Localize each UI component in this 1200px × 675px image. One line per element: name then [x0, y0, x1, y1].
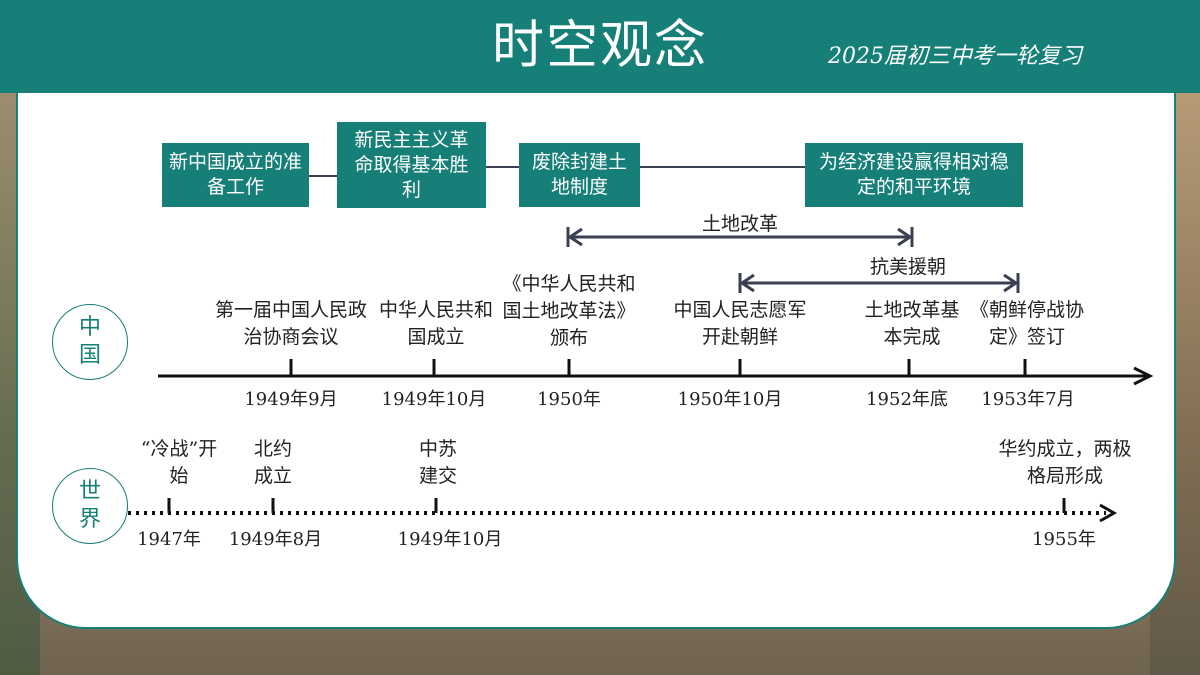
china-event-label: 土地改革基本完成 [864, 299, 960, 348]
china-event-label: 《朝鲜停战协定》签订 [969, 299, 1084, 348]
china-event-label: 第一届中国人民政治协商会议 [214, 299, 367, 348]
world-event-date: 1955年 [1032, 529, 1096, 550]
china-event-date: 1953年7月 [981, 389, 1075, 410]
world-axis [128, 503, 1118, 523]
world-label-line: 世 [78, 479, 101, 504]
span-label-korea-war: 抗美援朝 [869, 256, 946, 278]
china-event-label: 中国人民志愿军开赴朝鲜 [673, 299, 807, 348]
world-event-label: 华约成立，两极格局形成 [998, 438, 1132, 487]
page-title: 时空观念 [491, 16, 708, 76]
china-event-date: 1950年 [537, 389, 601, 410]
china-label-line: 中 [78, 315, 101, 340]
china-event-label: 《中华人民共和国土地改革法》颁布 [502, 273, 636, 349]
korea-war-span-arrow [738, 273, 1020, 293]
page-subtitle: 2025届初三中考一轮复习 [828, 44, 1082, 69]
world-event-label: 北约成立 [253, 438, 292, 487]
box-peaceful-environment: 为经济建设赢得相对稳定的和平环境 [805, 143, 1023, 207]
china-ticks [289, 359, 1027, 376]
china-event-date: 1950年10月 [677, 389, 783, 410]
box-abolish-feudal-land: 废除封建土地制度 [519, 143, 640, 207]
world-label-line: 界 [78, 507, 101, 532]
china-label-circle: 中 国 [52, 304, 128, 380]
china-event-label: 中华人民共和国成立 [378, 299, 493, 348]
china-event-date: 1949年9月 [244, 389, 338, 410]
world-event-date: 1947年 [137, 529, 201, 550]
china-event-date: 1949年10月 [381, 389, 487, 410]
header-bar: 时空观念 2025届初三中考一轮复习 [0, 0, 1200, 93]
world-ticks [167, 498, 1066, 513]
world-label-circle: 世 界 [52, 468, 128, 544]
china-label-line: 国 [78, 343, 101, 368]
world-event-date: 1949年10月 [397, 529, 503, 550]
land-reform-span-arrow [566, 227, 914, 247]
china-event-date: 1952年底 [866, 389, 948, 410]
span-label-land-reform: 土地改革 [701, 213, 778, 235]
world-event-label: “冷战”开始 [140, 438, 218, 487]
box-revolution-victory: 新民主主义革命取得基本胜利 [337, 122, 486, 208]
box-prep-work: 新中国成立的准备工作 [162, 143, 309, 207]
world-event-date: 1949年8月 [228, 529, 323, 550]
world-event-label: 中苏建交 [418, 438, 457, 487]
china-axis [158, 366, 1154, 386]
